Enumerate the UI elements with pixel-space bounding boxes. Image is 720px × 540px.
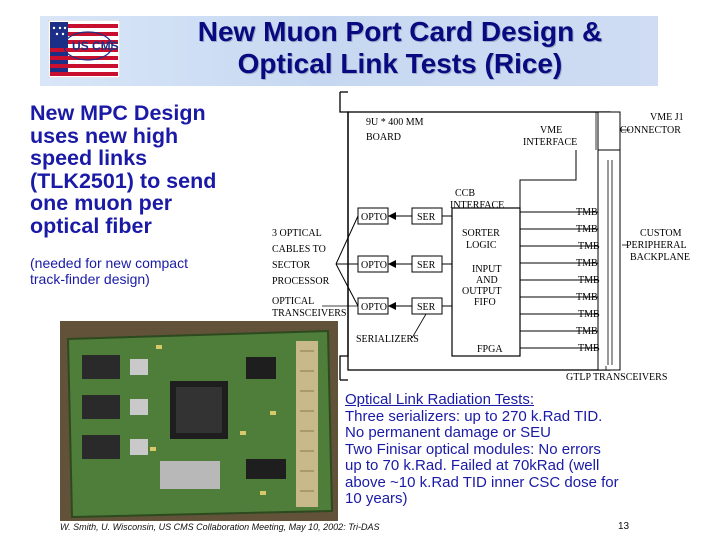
tmb-label: TMB	[576, 224, 598, 235]
backplane-label-2: PERIPHERAL	[626, 240, 687, 251]
cables-label-4: PROCESSOR	[272, 276, 330, 287]
vme-j1-label-1: VME J1	[650, 112, 684, 123]
transceivers-label-2: TRANSCEIVERS	[272, 308, 346, 319]
tmb-label: TMB	[578, 241, 600, 252]
radiation-line: Two Finisar optical modules: No errors	[345, 440, 601, 458]
ccb-label-1: CCB	[455, 188, 475, 199]
title-band	[40, 16, 658, 86]
summary-line: (TLK2501) to send	[30, 168, 217, 193]
sorter-label-2: LOGIC	[466, 240, 497, 251]
tmb-label: TMB	[576, 258, 598, 269]
tmb-label: TMB	[576, 292, 598, 303]
mpc-design-note: (needed for new compact track-finder des…	[30, 255, 266, 287]
ser-label: SER	[417, 302, 436, 313]
footer: W. Smith, U. Wisconsin, US CMS Collabora…	[60, 522, 380, 532]
tmb-labels: TMB TMB TMB TMB TMB TMB TMB TMB TMB	[576, 207, 600, 354]
tmb-label: TMB	[576, 326, 598, 337]
opto-label: OPTO	[361, 302, 387, 313]
cables-label-3: SECTOR	[272, 260, 310, 271]
ccb-label-2: INTERFACE	[450, 200, 504, 211]
summary-line: optical fiber	[30, 213, 152, 238]
fpga-block	[451, 207, 521, 357]
io-label-2: AND	[476, 275, 498, 286]
opto-label: OPTO	[361, 212, 387, 223]
vme-interface-label-2: INTERFACE	[523, 137, 577, 148]
io-label-3: OUTPUT	[462, 286, 501, 297]
io-label-1: INPUT	[472, 264, 501, 275]
radiation-line: 10 years)	[345, 490, 408, 507]
tmb-label: TMB	[578, 343, 600, 354]
opto-ser-group: OPTO SER OPTO SER OPTO SER	[357, 207, 452, 315]
io-label-4: FIFO	[474, 297, 496, 308]
summary-line: one muon per	[30, 191, 173, 215]
sorter-label-1: SORTER	[462, 228, 500, 239]
board-label-2: BOARD	[366, 132, 401, 143]
serializers-label: SERIALIZERS	[356, 334, 419, 345]
title-line-2: Optical Link Tests (Rice)	[237, 48, 563, 79]
backplane-label-3: BACKPLANE	[630, 252, 690, 263]
radiation-tests: Optical Link Radiation Tests: Three seri…	[345, 391, 715, 508]
tmb-label: TMB	[578, 275, 600, 286]
page-number: 13	[618, 521, 630, 532]
note-line: track-finder design)	[30, 271, 150, 287]
gtlp-label: GTLP TRANSCEIVERS	[566, 372, 667, 383]
summary-line: New MPC Design	[30, 101, 206, 125]
vme-interface-label-1: VME	[540, 125, 562, 136]
cables-label-2: CABLES TO	[272, 244, 326, 255]
us-cms-logo: US CMS	[48, 20, 120, 78]
radiation-line: Three serializers: up to 270 k.Rad TID.	[345, 407, 603, 425]
fpga-label: FPGA	[477, 344, 503, 355]
backplane-strip	[597, 149, 621, 371]
title-line-1: New Muon Port Card Design &	[197, 16, 603, 47]
board-photo	[60, 321, 338, 521]
summary-line: uses new high	[30, 123, 179, 148]
summary-line: speed links	[30, 146, 148, 170]
page-title: New Muon Port Card Design & Optical Link…	[150, 16, 650, 80]
opto-label: OPTO	[361, 260, 387, 271]
vme-j1-label-2: CONNECTOR	[620, 125, 681, 136]
radiation-line: above ~10 k.Rad TID inner CSC dose for	[345, 473, 619, 491]
logo-text: US CMS	[72, 39, 119, 53]
vme-j1-connector-box	[597, 111, 621, 151]
tmb-label: TMB	[576, 207, 598, 218]
transceivers-label-1: OPTICAL	[272, 296, 314, 307]
radiation-heading: Optical Link Radiation Tests:	[345, 391, 534, 408]
note-line: (needed for new compact	[30, 255, 188, 271]
board-label-1: 9U * 400 MM	[366, 117, 424, 128]
radiation-line: No permanent damage or SEU	[345, 424, 551, 441]
mpc-design-summary: New MPC Design uses new high speed links…	[30, 102, 260, 237]
cables-label-1: 3 OPTICAL	[272, 228, 322, 239]
radiation-line: up to 70 k.Rad. Failed at 70kRad (well	[345, 457, 600, 474]
tmb-outputs	[520, 211, 598, 349]
ser-label: SER	[417, 260, 436, 271]
ser-label: SER	[417, 212, 436, 223]
backplane-label-1: CUSTOM	[640, 228, 682, 239]
tmb-label: TMB	[578, 309, 600, 320]
